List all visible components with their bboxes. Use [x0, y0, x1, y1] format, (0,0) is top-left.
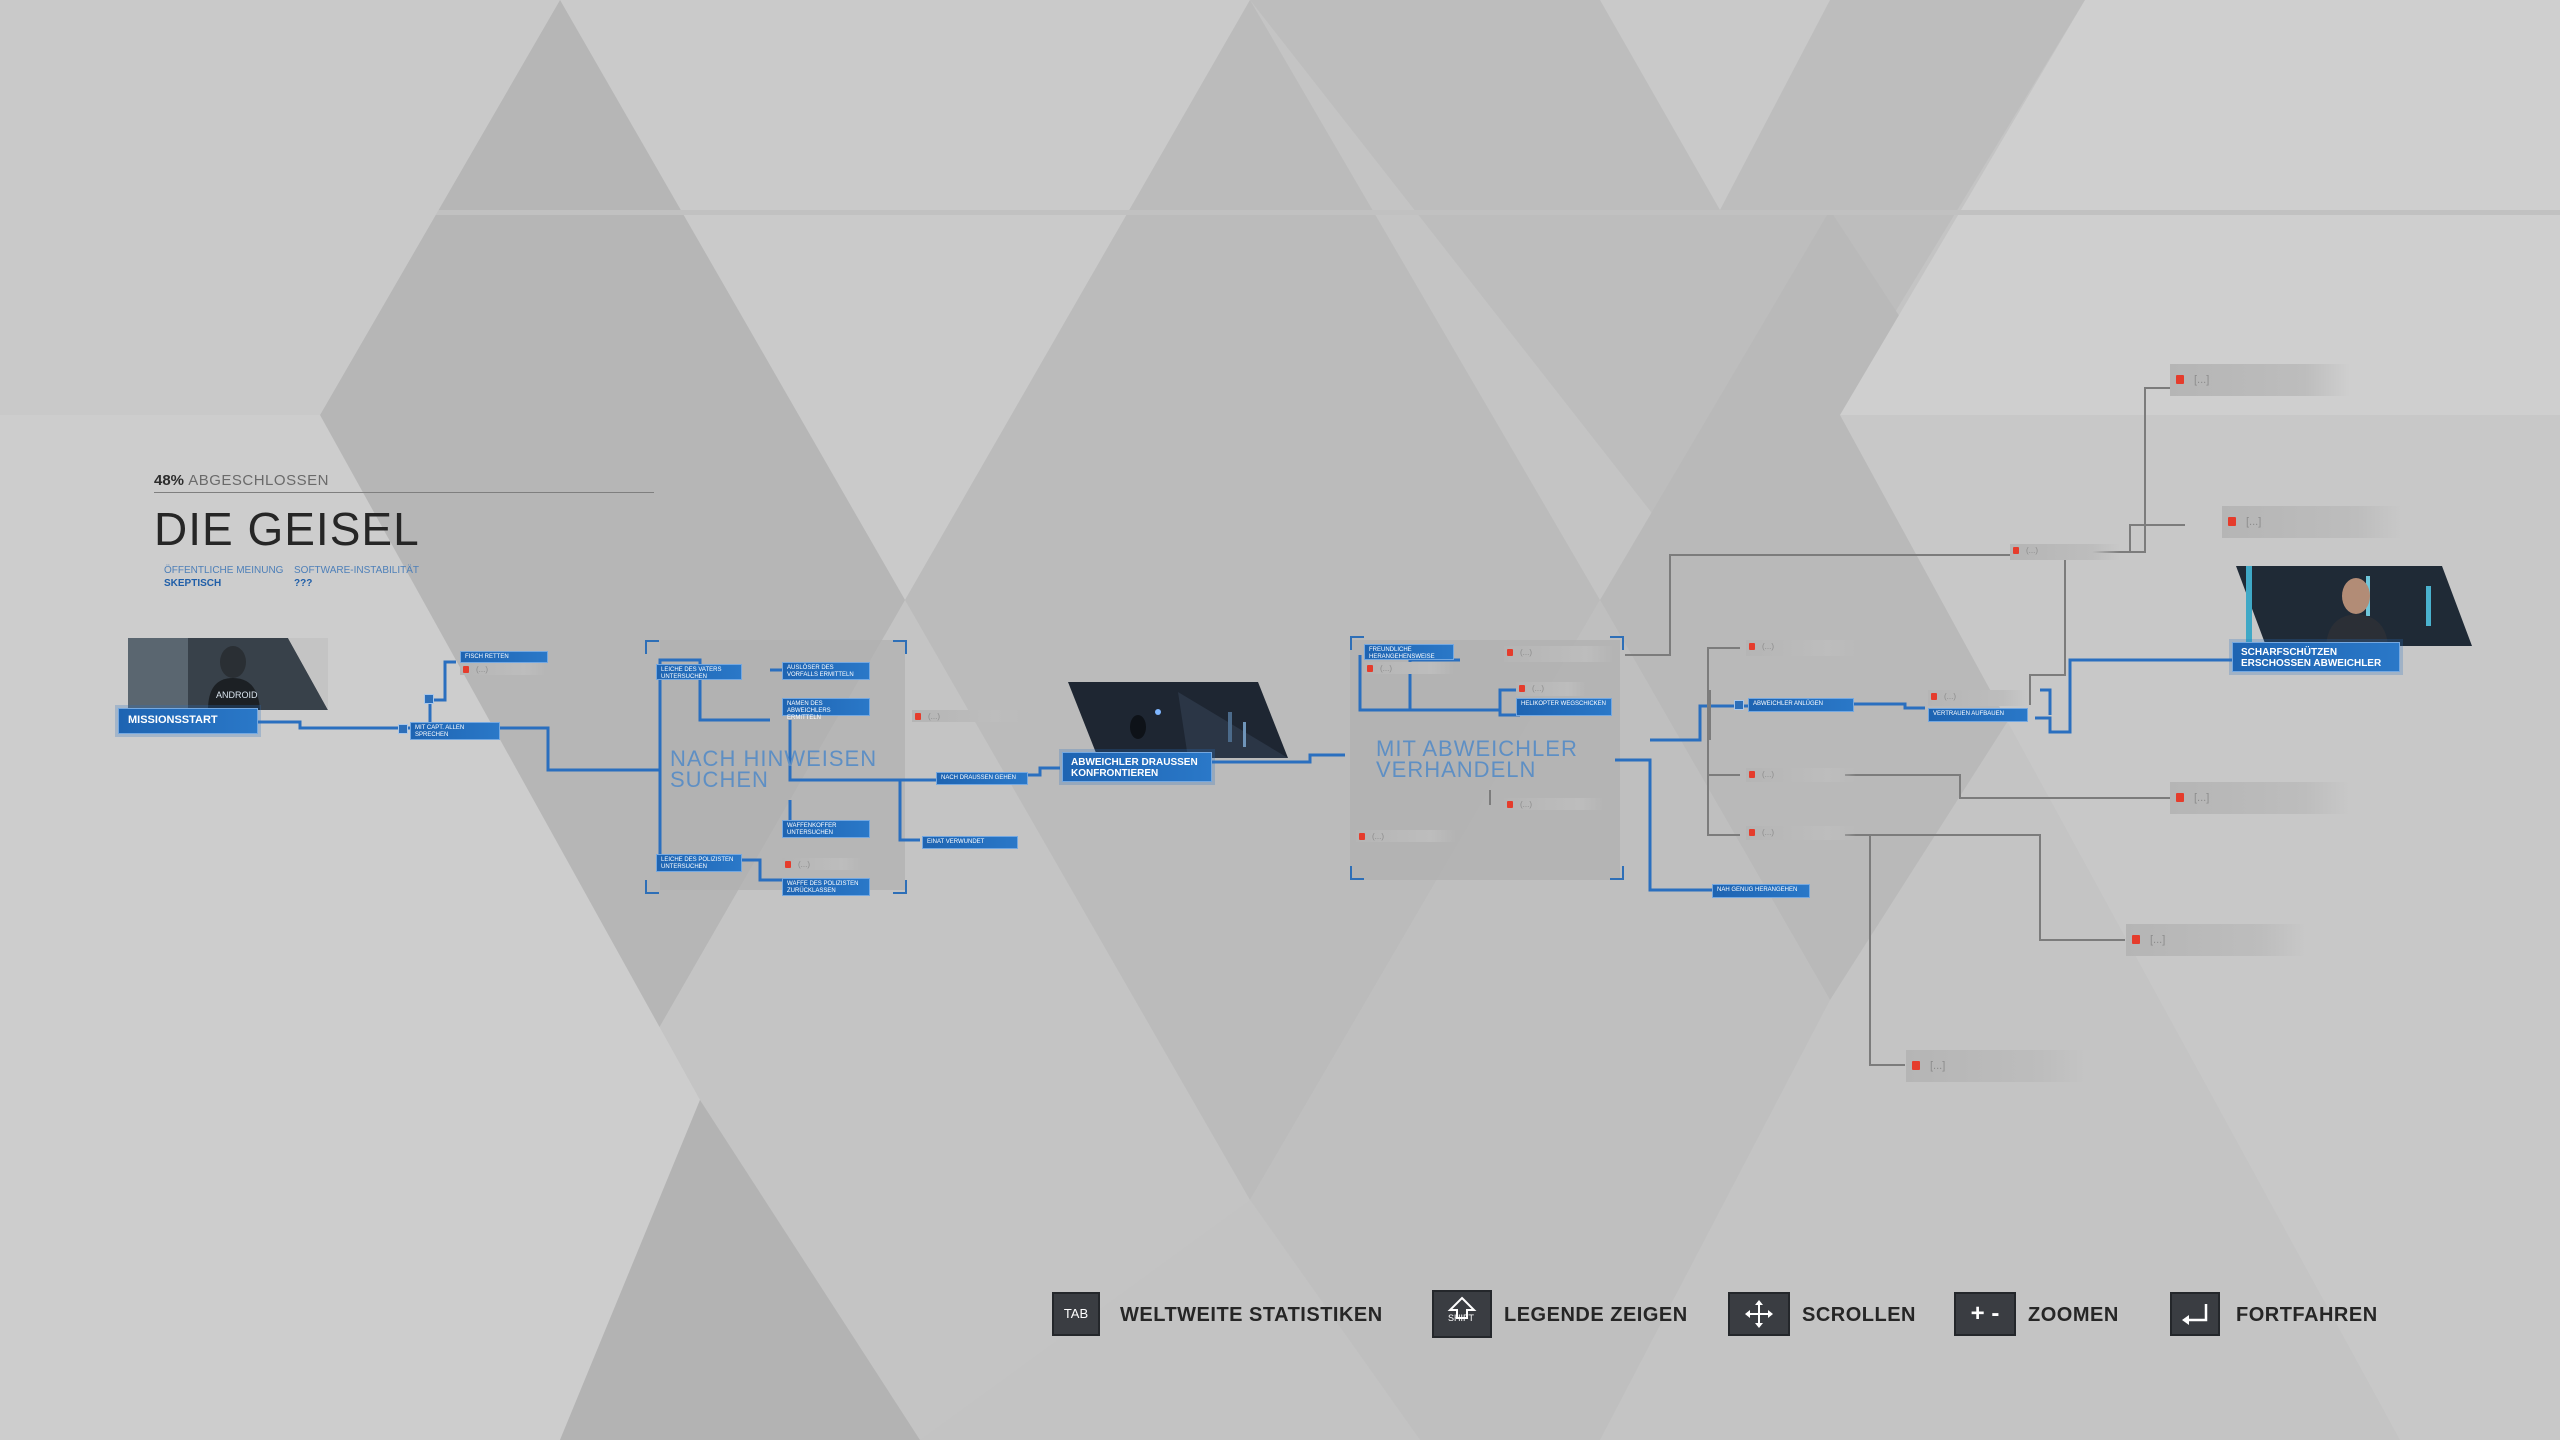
node-weapon-case[interactable]: WAFFENKOFFER UNTERSUCHEN	[782, 820, 870, 838]
mission-start-thumbnail[interactable]: ANDROID	[128, 638, 328, 710]
talk-icon	[398, 724, 408, 734]
node-gain-trust[interactable]: VERTRAUEN AUFBAUEN	[1928, 708, 2028, 722]
locked-node-hub1-a[interactable]: (...)	[912, 710, 1022, 722]
global-stats-label: WELTWEITE STATISTIKEN	[1120, 1304, 1383, 1326]
node-officer-body[interactable]: LEICHE DES POLIZISTEN UNTERSUCHEN	[656, 854, 742, 872]
hub-negotiate[interactable]: MIT ABWEICHLER VERHANDELN	[1376, 736, 1578, 782]
header-divider	[154, 492, 654, 493]
android-label: ANDROID	[216, 690, 258, 700]
locked-ending-3[interactable]: [...]	[2170, 782, 2350, 814]
talk-icon	[1734, 700, 1744, 710]
ending-sniper-thumbnail[interactable]	[2236, 566, 2472, 646]
zoom-keys[interactable]: + -	[1954, 1292, 2016, 1336]
enter-key[interactable]	[2170, 1292, 2220, 1336]
locked-node-hub2-e[interactable]: (...)	[1356, 830, 1456, 842]
node-go-outside[interactable]: NACH DRAUSSEN GEHEN	[936, 772, 1028, 785]
chapter-title: DIE GEISEL	[154, 503, 420, 555]
hub2-corner-tl	[1350, 636, 1364, 650]
locked-ending-1[interactable]: [...]	[2170, 364, 2350, 396]
shift-key[interactable]: SHIFT	[1432, 1290, 1492, 1338]
locked-node-trust[interactable]: (...)	[1928, 690, 2028, 706]
hub-corner-tl	[645, 640, 659, 654]
node-confront-deviant[interactable]: ABWEICHLER DRAUSSEN KONFRONTIEREN	[1062, 752, 1212, 782]
scroll-key[interactable]	[1728, 1292, 1790, 1336]
node-lie-to-deviant[interactable]: ABWEICHLER ANLÜGEN	[1748, 698, 1854, 712]
public-opinion-stat: ÖFFENTLICHE MEINUNG SKEPTISCH	[164, 564, 283, 590]
locked-node-branch-c[interactable]: (...)	[1746, 826, 1856, 840]
public-opinion-label: ÖFFENTLICHE MEINUNG	[164, 565, 284, 576]
locked-node-hub2-a[interactable]: (...)	[1364, 662, 1454, 674]
rooftop-scene-image	[1068, 682, 1288, 758]
scroll-label: SCROLLEN	[1802, 1304, 1916, 1326]
node-incident-trigger[interactable]: AUSLÖSER DES VORFALLS ERMITTELN	[782, 662, 870, 680]
node-friendly-approach[interactable]: FREUNDLICHE HERANGEHENSWEISE	[1364, 644, 1454, 660]
enter-icon	[2182, 1304, 2208, 1325]
scroll-arrows-icon	[1745, 1300, 1773, 1328]
hub2-corner-br	[1610, 866, 1624, 880]
node-talk-allen[interactable]: MIT CAPT. ALLEN SPRECHEN	[410, 722, 500, 740]
mission-start-node[interactable]: MISSIONSSTART	[118, 708, 258, 734]
node-deviant-name[interactable]: NAMEN DES ABWEICHLERS ERMITTELN	[782, 698, 870, 721]
continue-label: FORTFAHREN	[2236, 1304, 2378, 1326]
locked-node-weapon[interactable]: (...)	[782, 858, 862, 870]
hub-corner-bl	[645, 880, 659, 894]
hub-corner-tr	[893, 640, 907, 654]
node-leave-gun[interactable]: WAFFE DES POLIZISTEN ZURÜCKLASSEN	[782, 878, 870, 896]
zoom-label: ZOOMEN	[2028, 1304, 2119, 1326]
confront-thumbnail[interactable]	[1068, 682, 1288, 758]
locked-node-top[interactable]: (...)	[2010, 544, 2120, 560]
public-opinion-value: SKEPTISCH	[164, 578, 222, 589]
node-fish-save[interactable]: FISCH RETTEN	[460, 651, 548, 663]
node-get-closer[interactable]: NAH GENUG HERANGEHEN	[1712, 884, 1810, 898]
shift-arrow-icon	[1447, 1296, 1477, 1319]
software-instability-stat: SOFTWARE-INSTABILITÄT ???	[294, 564, 419, 590]
chapter-header: 48% ABGESCHLOSSEN DIE GEISEL ÖFFENTLICHE…	[154, 472, 654, 589]
hub2-corner-bl	[1350, 866, 1364, 880]
locked-node-fish[interactable]: (...)	[460, 663, 546, 675]
completion-label: ABGESCHLOSSEN	[188, 472, 329, 489]
search-icon	[424, 694, 434, 704]
locked-node-branch-b[interactable]: (...)	[1746, 768, 1856, 782]
completion-indicator: 48% ABGESCHLOSSEN	[154, 472, 654, 489]
hub-search-clues[interactable]: NACH HINWEISEN SUCHEN	[670, 746, 878, 792]
daniel-portrait-image	[2236, 566, 2472, 646]
completion-percent: 48%	[154, 472, 185, 489]
locked-node-hub2-c[interactable]: (...)	[1516, 682, 1586, 696]
locked-node-hub2-b[interactable]: (...)	[1504, 646, 1614, 662]
node-ending-sniper[interactable]: SCHARFSCHÜTZEN ERSCHOSSEN ABWEICHLER	[2232, 642, 2400, 672]
software-instability-label: SOFTWARE-INSTABILITÄT	[294, 565, 420, 576]
locked-node-hub2-d[interactable]: (...)	[1504, 798, 1604, 810]
node-father-body[interactable]: LEICHE DES VATERS UNTERSUCHEN	[656, 664, 742, 680]
node-wounded-officer[interactable]: EINAT VERWUNDET	[922, 836, 1018, 849]
software-instability-value: ???	[294, 578, 313, 589]
node-send-helicopter[interactable]: HELIKOPTER WEGSCHICKEN	[1516, 698, 1612, 716]
hub2-corner-tr	[1610, 636, 1624, 650]
connor-portrait-image	[128, 638, 328, 710]
locked-node-branch-a[interactable]: (...)	[1746, 640, 1856, 656]
locked-ending-5[interactable]: [...]	[1906, 1050, 2086, 1082]
locked-ending-4[interactable]: [...]	[2126, 924, 2306, 956]
tab-key[interactable]: TAB	[1052, 1292, 1100, 1336]
locked-ending-2[interactable]: [...]	[2222, 506, 2402, 538]
legend-label: LEGENDE ZEIGEN	[1504, 1304, 1688, 1326]
hub-corner-br	[893, 880, 907, 894]
